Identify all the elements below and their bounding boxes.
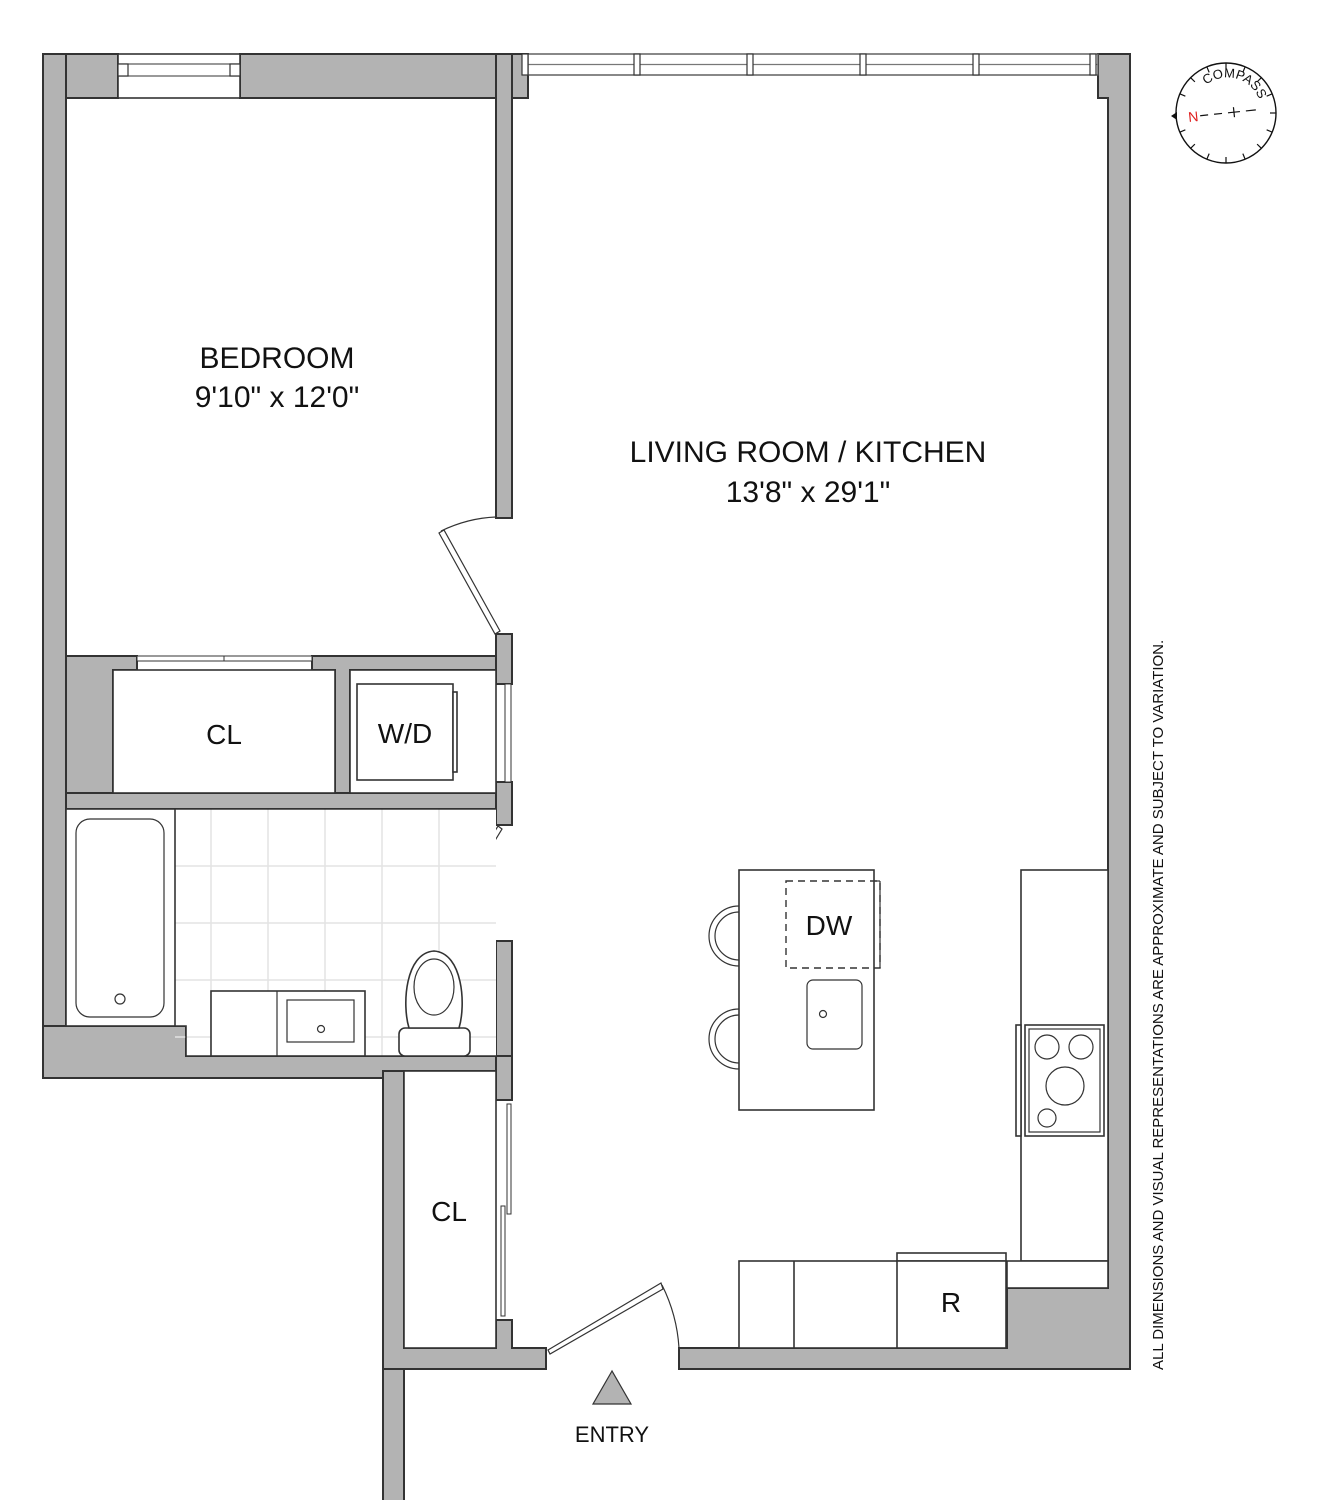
- wall-left: [42, 53, 67, 1079]
- wall-wd-right-upper: [495, 633, 513, 685]
- stool-1: [708, 905, 740, 967]
- door-wd[interactable]: [504, 683, 512, 783]
- bedroom-label: BEDROOM: [199, 342, 354, 375]
- wall-bedroom-living-upper: [495, 53, 513, 519]
- wall-bottom-right: [678, 53, 1131, 1370]
- door-closet-lower-sliding[interactable]: [500, 1103, 512, 1317]
- bathtub-basin: [75, 818, 165, 1018]
- washer-dryer-unit: [356, 683, 454, 781]
- door-entry[interactable]: [547, 1282, 680, 1355]
- closet-lower-label: CL: [431, 1196, 467, 1227]
- bathtub: [65, 808, 176, 1027]
- closet-upper: [112, 669, 336, 794]
- sink-drain: [316, 1024, 326, 1034]
- living-kitchen-dimensions: 13'8" x 29'1": [726, 476, 891, 509]
- counter-bottom: [738, 1260, 899, 1349]
- window-bedroom: [117, 53, 241, 99]
- disclaimer-text: ALL DIMENSIONS AND VISUAL REPRESENTATION…: [1150, 640, 1167, 1370]
- north-pointer-icon: [1171, 112, 1177, 120]
- kitchen-sink-drain: [818, 1009, 828, 1019]
- room-labels: BEDROOM 9'10" x 12'0" LIVING ROOM / KITC…: [195, 342, 987, 1318]
- wall-closet-lower-right-top: [495, 1055, 513, 1101]
- bathtub-drain: [114, 993, 126, 1005]
- wall-top-middle: [239, 53, 529, 99]
- dishwasher-label: DW: [806, 910, 853, 941]
- bathroom: [65, 808, 496, 1057]
- closet-lower: [403, 1070, 497, 1349]
- refrigerator: [896, 1260, 1007, 1349]
- door-closet-upper-sliding[interactable]: [136, 655, 313, 662]
- entry-arrow-icon: [591, 1369, 633, 1405]
- washer-dryer-label: W/D: [378, 718, 432, 749]
- living-kitchen-label: LIVING ROOM / KITCHEN: [630, 436, 987, 469]
- stool-2: [708, 1008, 740, 1070]
- counter-corner: [1006, 1260, 1109, 1289]
- entry-label: ENTRY: [575, 1422, 649, 1447]
- kitchen-sink: [806, 979, 863, 1050]
- wall-wd-right-lower: [495, 781, 513, 826]
- refrigerator-label: R: [941, 1287, 961, 1318]
- washer-dryer-door: [452, 691, 458, 773]
- bathroom-sink: [286, 999, 355, 1043]
- cooktop: [1015, 1024, 1105, 1137]
- walls: [42, 53, 1131, 1500]
- wall-bath-right: [495, 940, 513, 1057]
- vanity: [210, 990, 366, 1057]
- compass-north-label: N: [1187, 108, 1199, 125]
- wall-closet-bath: [65, 792, 513, 810]
- compass: N COMPASS: [1171, 62, 1277, 164]
- toilet: [398, 950, 471, 1057]
- kitchen-island: [708, 869, 881, 1111]
- refrigerator-door: [896, 1252, 1007, 1262]
- kitchen-counters: [738, 869, 1109, 1349]
- windows: [117, 53, 1099, 99]
- bedroom-dimensions: 9'10" x 12'0": [195, 381, 360, 414]
- closet-upper-label: CL: [206, 719, 242, 750]
- door-bedroom[interactable]: [438, 516, 501, 635]
- window-living: [521, 53, 1099, 76]
- entry-marker: ENTRY: [575, 1369, 649, 1447]
